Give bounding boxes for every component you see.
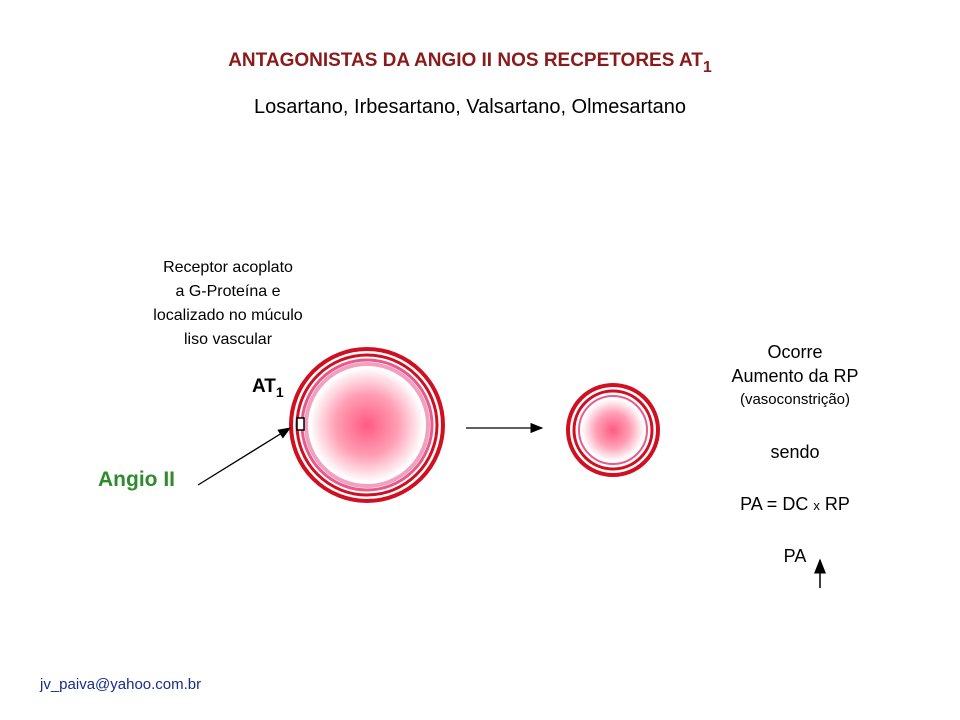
effect-line-2: Aumento da RP xyxy=(731,366,859,386)
ligand-arrow xyxy=(197,427,292,486)
receptor-description: Receptor acoplato a G-Proteína e localiz… xyxy=(153,259,303,348)
page-title: ANTAGONISTAS DA ANGIO II NOS RECPETORES … xyxy=(228,50,712,76)
receptor-label: AT1 xyxy=(252,376,284,400)
effect-line-3: (vasoconstrição) xyxy=(739,391,851,408)
receptor-icon xyxy=(296,417,305,431)
vessel-normal xyxy=(289,347,445,503)
footer-email[interactable]: jv_paiva@yahoo.com.br xyxy=(40,676,202,693)
effect-panel: Ocorre Aumento da RP (vasoconstrição) se… xyxy=(690,340,900,568)
ligand-label: Angio II xyxy=(98,468,175,491)
effect-line-1: Ocorre xyxy=(767,342,823,362)
vessel-constricted xyxy=(566,383,660,477)
drug-list: Losartano, Irbesartano, Valsartano, Olme… xyxy=(253,96,687,118)
result-label: PA xyxy=(783,546,807,566)
formula: PA = DC x RP xyxy=(740,494,850,514)
effect-line-4: sendo xyxy=(770,442,820,462)
